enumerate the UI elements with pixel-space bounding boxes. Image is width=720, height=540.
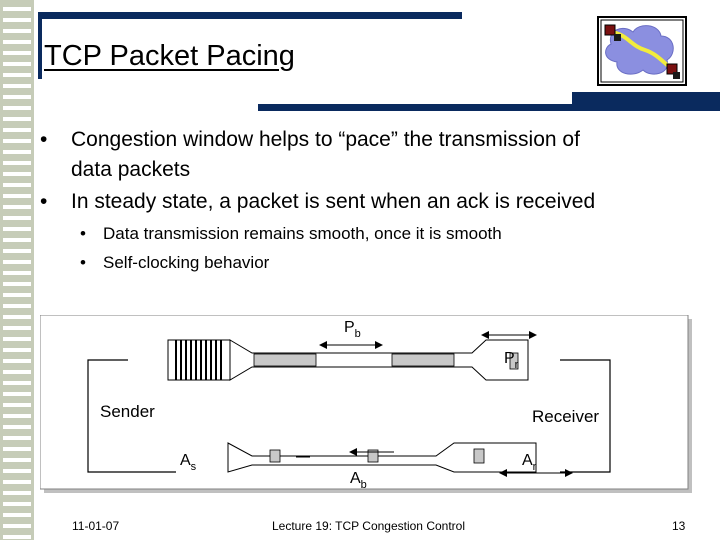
bullet-1-line-1: Congestion window helps to “pace” the tr… (71, 128, 580, 151)
sender-loop-line (87, 359, 176, 473)
slide-title: TCP Packet Pacing (44, 40, 295, 72)
bottleneck-packet-1 (253, 353, 317, 367)
logo-accent-bar (572, 92, 720, 104)
bullet-marker-1: • (40, 128, 48, 151)
sender-label: Sender (100, 402, 155, 421)
top-accent-bar (38, 12, 462, 19)
pb-label: Pb (344, 319, 361, 340)
ab-label: Ab (350, 470, 367, 491)
ack-3 (473, 448, 485, 464)
sender-queue-box (167, 339, 231, 381)
pr-label: Pr (504, 350, 519, 371)
receiver-label: Receiver (532, 407, 599, 426)
bottleneck-packet-2 (391, 353, 455, 367)
sub-bullet-2: Self-clocking behavior (103, 253, 270, 272)
sub-bullet-marker-1: • (80, 224, 86, 243)
sub-bullet-marker-2: • (80, 253, 86, 272)
receiver-packet (509, 352, 519, 370)
ladder-rail-right (31, 0, 34, 540)
packet-pacing-diagram: Sender Receiver Pb Pr As Ab Ar (40, 315, 692, 493)
ack-1 (269, 449, 281, 463)
bottom-accent-bar (258, 104, 720, 111)
sender-queue-packets (175, 340, 222, 380)
bullet-marker-2: • (40, 190, 48, 213)
ack-2 (367, 449, 379, 463)
title-accent-bar (38, 19, 42, 79)
network-logo-icon (597, 16, 687, 86)
bullet-2: In steady state, a packet is sent when a… (71, 190, 596, 213)
ladder-rail-left (0, 0, 3, 540)
side-ladder-decoration (0, 0, 34, 540)
footer-lecture: Lecture 19: TCP Congestion Control (272, 519, 466, 533)
footer-page-number: 13 (672, 519, 686, 533)
receiver-loop-line (560, 359, 611, 473)
ar-label: Ar (522, 452, 537, 473)
bullet-1-line-2: data packets (71, 158, 191, 181)
forward-pipe (229, 339, 529, 381)
footer-date: 11-01-07 (72, 519, 120, 533)
sub-bullet-1: Data transmission remains smooth, once i… (103, 224, 502, 243)
as-label: As (180, 452, 197, 473)
